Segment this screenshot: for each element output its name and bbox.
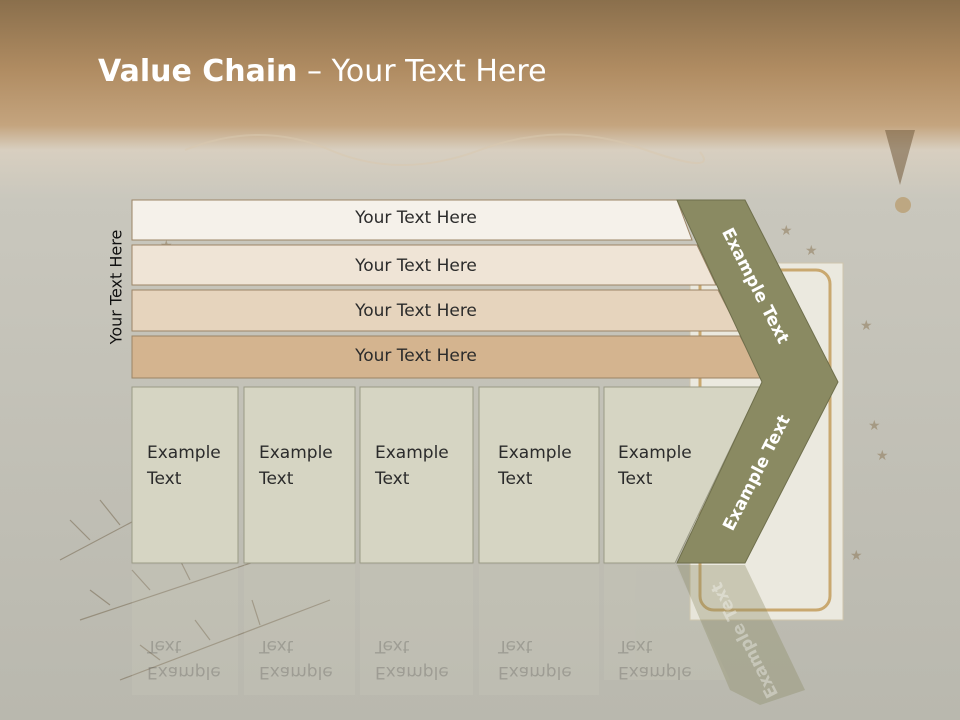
svg-text:★: ★ — [876, 448, 889, 464]
support-bar-2-label: Your Text Here — [355, 256, 477, 276]
support-bar-2 — [131, 244, 717, 286]
support-bar-4-label: Your Text Here — [355, 346, 477, 366]
activity-box-2 — [243, 386, 356, 564]
support-bar-1 — [131, 199, 693, 241]
activity-box-1 — [131, 386, 239, 564]
svg-text:★: ★ — [805, 243, 818, 259]
svg-text:★: ★ — [850, 548, 863, 564]
svg-text:★: ★ — [860, 318, 873, 334]
activity-box-4 — [478, 386, 600, 564]
slide-title: Value Chain – Your Text Here — [98, 54, 547, 89]
margin-chevron — [676, 199, 839, 564]
support-bar-1-label: Your Text Here — [355, 208, 477, 228]
activity-box-3 — [359, 386, 474, 564]
svg-text:★: ★ — [868, 418, 881, 434]
support-bar-3-label: Your Text Here — [355, 301, 477, 321]
activity-box-5 — [603, 386, 761, 564]
margin-chevron-reflection — [677, 565, 805, 705]
svg-text:★: ★ — [780, 223, 793, 239]
